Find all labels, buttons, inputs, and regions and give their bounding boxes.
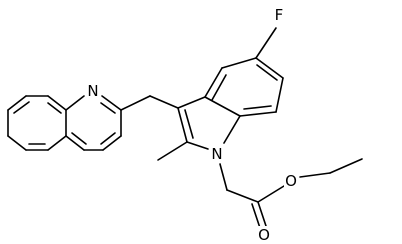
bond-q-e — [47, 135, 67, 151]
bond-b-c — [255, 57, 284, 79]
bond-b-c-inner — [256, 64, 278, 81]
bond-q-n-inner — [71, 132, 87, 145]
bond-q-l-inner — [100, 132, 116, 145]
bond-ch2-ch3 — [329, 158, 363, 174]
bond-q-j-inner — [100, 102, 116, 114]
ester-oxygen-atom: O — [284, 172, 298, 190]
atom-labels: F N N O O — [86, 6, 298, 244]
bond-q-a — [7, 95, 27, 111]
ester-oxygen-label: O — [285, 172, 297, 190]
bond-n-ch2 — [219, 163, 228, 191]
bond-q-g — [7, 135, 27, 151]
quinoline-nitrogen-atom: N — [86, 82, 100, 100]
indole-nitrogen-label: N — [211, 145, 222, 163]
bond-q-n — [65, 135, 85, 151]
carbonyl-oxygen-atom: O — [257, 226, 271, 244]
carbonyl-oxygen-atom-bg — [257, 226, 271, 243]
bond-b-a — [204, 67, 223, 98]
bonds — [7, 27, 363, 229]
bond-c-o-double-a — [257, 201, 267, 227]
bond-b-e-inner — [243, 105, 272, 110]
bond-c-o-single — [257, 185, 285, 203]
bond-i-a — [177, 96, 206, 109]
bond-cf — [255, 27, 277, 59]
bond-i-d — [186, 141, 209, 150]
fluorine-atom-bg — [272, 6, 286, 24]
fluorine-label: F — [275, 6, 284, 24]
bond-i-b — [177, 107, 188, 143]
bond-i-e — [223, 115, 241, 144]
bond-b-a-inner — [211, 74, 227, 101]
bond-b-b — [221, 57, 257, 69]
bond-o-ch2 — [299, 172, 331, 178]
bond-i-c — [157, 141, 188, 161]
bond-q-i — [65, 95, 85, 111]
bond-c-o-double-b — [251, 203, 261, 229]
bond-ch2-a — [120, 95, 151, 111]
indole-nitrogen-atom-bg — [210, 145, 224, 163]
carbonyl-oxygen-label: O — [258, 226, 270, 244]
bond-q-j — [101, 95, 122, 111]
bond-q-a-inner — [13, 101, 30, 114]
ester-oxygen-atom-bg — [284, 172, 298, 190]
bond-i-f — [204, 96, 241, 117]
quinoline-nitrogen-label: N — [87, 82, 98, 100]
fluorine-atom: F — [272, 6, 286, 24]
bond-b-e — [239, 111, 277, 117]
bond-q-c-inner — [47, 102, 62, 114]
bond-q-l — [102, 135, 122, 151]
bond-q-c — [47, 95, 67, 111]
bond-b-d — [275, 77, 284, 113]
quinoline-nitrogen-atom-bg — [86, 82, 100, 100]
indole-nitrogen-atom: N — [210, 145, 224, 163]
bond-i-b-inner — [184, 109, 194, 139]
bond-ch2-co — [226, 189, 259, 203]
bond-ch2-b — [149, 95, 179, 109]
